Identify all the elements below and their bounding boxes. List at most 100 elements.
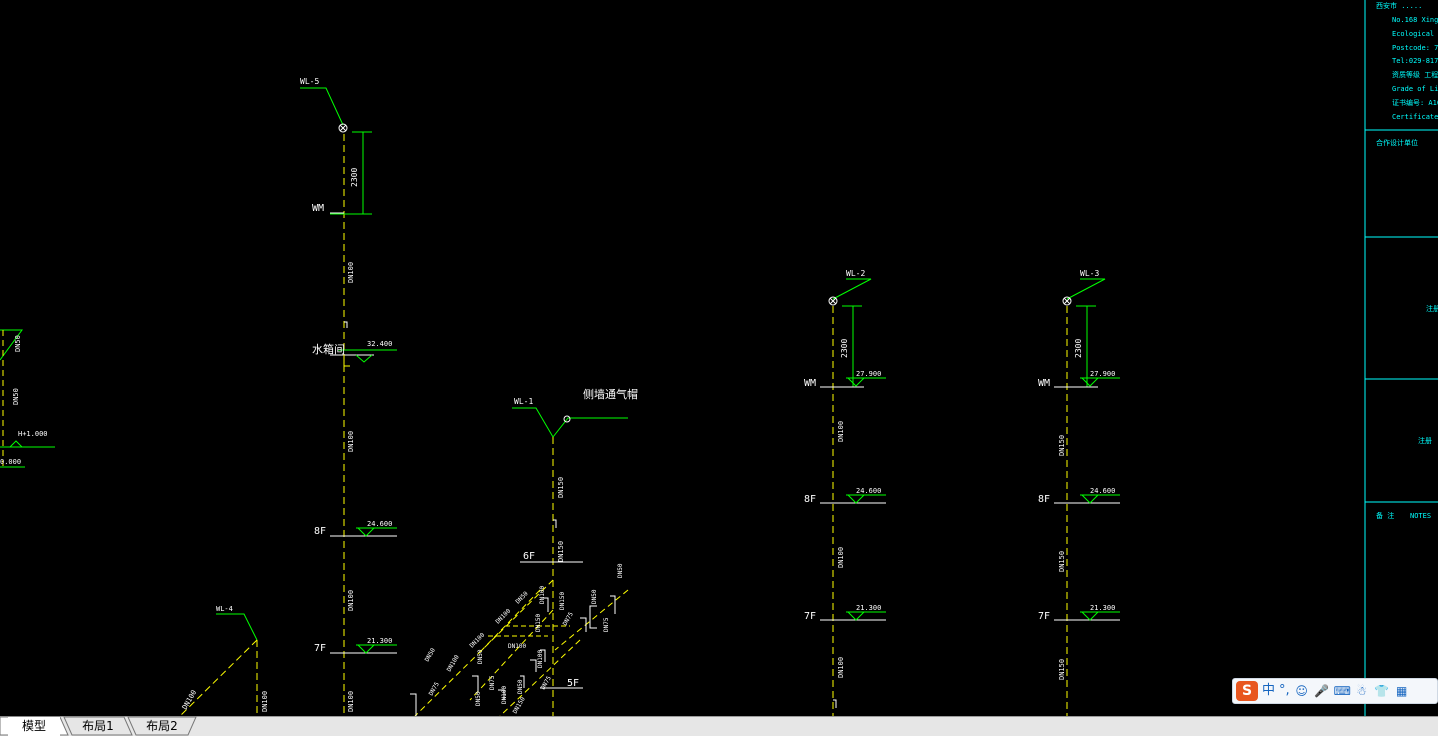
- title-line: Postcode: 71: [1392, 44, 1438, 52]
- elevation-label: 24.600: [367, 520, 392, 528]
- branch-pipe-label: DN50: [617, 563, 624, 578]
- branch-pipe-label: DN150: [535, 614, 542, 632]
- floor-label: WM: [1038, 378, 1050, 389]
- riser-name: WL-5: [300, 77, 319, 86]
- elevation-label: 27.900: [856, 370, 881, 378]
- title-line: Grade of Li: [1392, 85, 1438, 93]
- tab-layout2[interactable]: 布局2: [146, 719, 178, 733]
- smile-icon[interactable]: ☺: [1295, 684, 1308, 698]
- branch-pipe-label: DN75: [603, 617, 610, 632]
- floor-label: 7F: [1038, 611, 1050, 622]
- title-line: 资质等级 工程: [1392, 70, 1438, 79]
- title-block: [1364, 0, 1438, 716]
- title-line: Certificate N: [1392, 113, 1438, 121]
- branch-pipe-label: DN100: [446, 654, 461, 673]
- notes-label-cn: 备 注: [1376, 511, 1394, 520]
- pipe-size-label: DN150: [1058, 435, 1066, 456]
- riser-name: WL-3: [1080, 269, 1099, 278]
- pipe-size-label: DN150: [557, 477, 565, 498]
- floor-label: 5F: [567, 678, 579, 689]
- floor-label: WM: [804, 378, 816, 389]
- branch-pipe-label: DN150: [559, 592, 566, 610]
- pipe-size-label: DN100: [181, 689, 198, 711]
- floor-label: 6F: [523, 551, 535, 562]
- pipe-size-label: DN150: [1058, 551, 1066, 572]
- elevation-label: 21.300: [367, 637, 392, 645]
- elevation-label: 21.300: [856, 604, 881, 612]
- branch-pipe-label: DN75: [428, 681, 441, 697]
- elevation-label: H+1.000: [18, 430, 48, 438]
- branch-pipe-label: DN100: [537, 650, 544, 668]
- ime-logo-icon[interactable]: S: [1236, 681, 1258, 701]
- floor-label: 8F: [804, 494, 816, 505]
- notes-label-en: NOTES: [1410, 512, 1431, 520]
- pipe-size-label: DN100: [347, 431, 355, 452]
- title-section-register: 注册: [1426, 304, 1438, 313]
- pipe-size-label: DN50: [12, 388, 20, 405]
- branch-pipe-label: DN150: [512, 696, 527, 715]
- dimension-label: 2300: [1074, 339, 1083, 358]
- pipe-size-label: DN100: [837, 421, 845, 442]
- cad-model-space[interactable]: 西安市 ..... No.168 Xingh Ecological D Post…: [0, 0, 1438, 716]
- shirt-icon[interactable]: 👕: [1374, 684, 1390, 698]
- mic-icon[interactable]: 🎤: [1314, 684, 1330, 698]
- riser-wl-1[interactable]: WL-1 侧墙通气帽 DN150 6F DN150 5F DN50 DN100 …: [410, 387, 638, 716]
- title-section-cooperation: 合作设计单位: [1376, 138, 1418, 147]
- riser-name: WL-4: [216, 605, 233, 613]
- branch-pipe-label: DN100: [468, 631, 486, 649]
- floor-label: 8F: [1038, 494, 1050, 505]
- branch-pipe-label: DN50: [424, 647, 437, 663]
- pipe-size-label: DN150: [557, 541, 565, 562]
- title-line: Tel:029-8171: [1392, 57, 1438, 65]
- branch-pipe-label: DN75: [489, 675, 496, 690]
- pipe-size-label: DN150: [1058, 659, 1066, 680]
- keyboard-icon[interactable]: ⌨: [1333, 684, 1351, 698]
- ime-punctuation-toggle[interactable]: °,: [1279, 683, 1290, 698]
- dimension-label: 2300: [350, 168, 359, 187]
- floor-label: 7F: [314, 643, 326, 654]
- elevation-label: 32.400: [367, 340, 392, 348]
- branch-pipe-label: DN50: [517, 679, 524, 694]
- dimension-label: 2300: [840, 339, 849, 358]
- pipe-size-label: DN50: [14, 335, 22, 352]
- title-section-register-2: 注册: [1418, 436, 1432, 445]
- branch-pipe-label: DN50: [477, 649, 484, 664]
- floor-label: WM: [312, 203, 324, 214]
- elevation-label: 24.600: [856, 487, 881, 495]
- elevation-label: 21.300: [1090, 604, 1115, 612]
- tab-model[interactable]: 模型: [8, 717, 60, 736]
- elevation-label: 27.900: [1090, 370, 1115, 378]
- branch-pipe-label: DN75: [562, 611, 575, 627]
- vent-cap-label: 侧墙通气帽: [583, 387, 638, 401]
- branch-pipe-label: DN100: [508, 643, 526, 650]
- room-label: 水箱间: [312, 342, 345, 356]
- riser-wl-4[interactable]: WL-4 DN100 DN100: [179, 605, 269, 716]
- branch-pipe-label: DN50: [591, 589, 598, 604]
- branch-pipe-label: DN100: [501, 686, 508, 704]
- branch-pipe-label: DN75: [540, 675, 553, 691]
- branch-pipe-label: DN50: [514, 590, 529, 605]
- pipe-size-label: DN100: [347, 691, 355, 712]
- branch-pipe-label: DN100: [539, 586, 546, 604]
- elevation-label: 24.600: [1090, 487, 1115, 495]
- title-line: Ecological D: [1392, 30, 1438, 38]
- riser-wl-3[interactable]: WL-3 WM 2300 27.900 DN150 8F 24.600 DN15…: [1038, 269, 1120, 716]
- riser-wl-2[interactable]: WL-2 WM 2300 27.900 DN100 8F 24.600 DN10…: [804, 269, 886, 716]
- pipe-size-label: DN100: [347, 590, 355, 611]
- floor-label: 7F: [804, 611, 816, 622]
- riser-name: WL-1: [514, 397, 533, 406]
- title-line: No.168 Xingh: [1392, 16, 1438, 24]
- user-icon[interactable]: ☃: [1356, 684, 1368, 698]
- title-line: 证书编号: A16: [1392, 98, 1438, 107]
- tab-layout1[interactable]: 布局1: [82, 719, 114, 733]
- floor-label: 8F: [314, 526, 326, 537]
- title-line: 西安市 .....: [1376, 1, 1422, 10]
- ime-toolbar[interactable]: S 中 °, ☺ 🎤 ⌨ ☃ 👕 ▦: [1232, 678, 1438, 704]
- layout-tab-bar: 模型 布局1 布局2: [0, 716, 1438, 736]
- pipe-size-label: DN100: [347, 262, 355, 283]
- riser-wl-5[interactable]: WL-5 WM 2300 DN100 水箱间 32.400 DN100 8F 2…: [300, 77, 397, 716]
- grid-icon[interactable]: ▦: [1395, 684, 1408, 698]
- riser-left-partial[interactable]: DN50 DN50 H+1.000 0.000: [0, 329, 55, 470]
- pipe-size-label: DN100: [261, 691, 269, 712]
- ime-mode-toggle[interactable]: 中: [1262, 683, 1276, 698]
